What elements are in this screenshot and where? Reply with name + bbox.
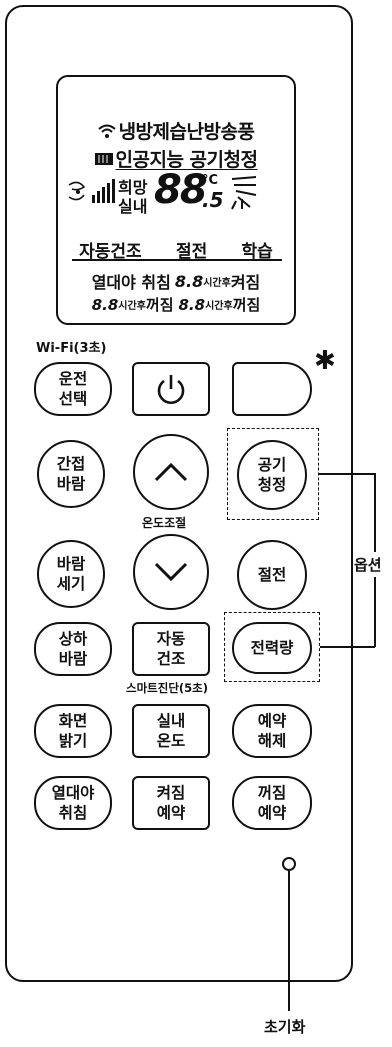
reservation-cancel-button[interactable]: 예약 해제 [232, 704, 312, 758]
timer-on-digits: 8.8 [174, 271, 204, 291]
timer-on-after: 시간후 [203, 277, 231, 289]
timer-off-after-1: 시간후 [118, 301, 146, 312]
power-save-indicator: 절전 [175, 242, 208, 262]
lcd-display: 냉방제습난방송풍 인공지능 공기청정 희망 실내 88 °C .5 [56, 75, 296, 325]
reset-hole[interactable] [282, 857, 296, 871]
timer-off-after-2: 시간후 [205, 301, 233, 312]
temp-up-button[interactable] [133, 434, 209, 510]
reset-caption: 초기화 [264, 1018, 306, 1036]
wifi-icon [97, 124, 116, 138]
ai-text: 인공지능 공기청정 [115, 149, 258, 171]
temp-adjust-caption: 온도조절 [142, 516, 187, 530]
power-usage-button[interactable]: 전력량 [232, 622, 312, 674]
ai-row: 인공지능 공기청정 [58, 145, 294, 172]
tropical-night-sleep-button[interactable]: 열대야 취침 [34, 776, 112, 830]
asterisk-mark: ✱ [314, 346, 336, 376]
desired-label: 희망 [118, 178, 148, 197]
chevron-down-icon [154, 562, 188, 582]
temp-down-button[interactable] [133, 534, 209, 610]
screen-brightness-button[interactable]: 화면 밝기 [34, 704, 112, 758]
indoor-label: 실내 [118, 197, 148, 216]
indirect-wind-button[interactable]: 간접 바람 [37, 440, 105, 508]
temperature-row: 희망 실내 88 °C .5 [66, 167, 290, 219]
temperature-digits: 88 [154, 167, 208, 213]
tropical-night-indicator: 열대야 취침 [91, 273, 171, 292]
wind-strength-button[interactable]: 바람 세기 [37, 540, 105, 608]
operation-select-button[interactable]: 운전 선택 [34, 362, 112, 416]
auto-dry-button[interactable]: 자동 건조 [132, 622, 210, 676]
wifi-caption: Wi-Fi(3초) [36, 341, 107, 356]
off-reservation-button[interactable]: 꺼짐 예약 [232, 776, 312, 830]
function-row: 자동건조 절전 학습 [58, 237, 294, 262]
power-save-button[interactable]: 절전 [237, 540, 307, 610]
option-bracket-bottom [320, 646, 375, 648]
chevron-up-icon [154, 462, 188, 482]
remote-body [5, 5, 353, 982]
option-caption: 옵션 [354, 552, 382, 577]
timer-off-label-1: 꺼짐 [145, 296, 174, 314]
timer-off-row: 8.8 시간후 꺼짐 8.8 시간후 꺼짐 [58, 294, 294, 315]
fan-swirl-icon [68, 181, 86, 201]
auto-dry-indicator: 자동건조 [79, 242, 142, 262]
option-group-box-2 [224, 612, 320, 682]
learning-indicator: 학습 [241, 242, 273, 262]
timer-off-digits-1: 8.8 [91, 295, 119, 314]
timer-off-digits-2: 8.8 [178, 295, 206, 314]
timer-on-label: 켜짐 [230, 273, 261, 292]
power-button[interactable] [132, 362, 210, 416]
option-group-box-1 [227, 428, 319, 520]
blank-button[interactable] [232, 362, 312, 416]
on-reservation-button[interactable]: 켜짐 예약 [132, 776, 210, 830]
temperature-decimal: .5 [202, 188, 224, 212]
timer-off-label-2: 꺼짐 [232, 296, 261, 314]
fan-level-icon [92, 179, 115, 203]
display-divider [72, 259, 282, 261]
air-purify-button[interactable]: 공기 청정 [237, 440, 307, 510]
airflow-icon [231, 176, 257, 210]
power-icon [157, 375, 185, 404]
mode-row: 냉방제습난방송풍 [58, 117, 294, 144]
filter-icon [94, 152, 113, 165]
celsius-unit: °C [202, 173, 219, 188]
reset-leader-line [288, 871, 290, 1011]
option-bracket-top [319, 473, 374, 475]
mode-text: 냉방제습난방송풍 [118, 121, 255, 143]
updown-wind-button[interactable]: 상하 바람 [34, 622, 112, 676]
room-temp-button[interactable]: 실내 온도 [132, 704, 210, 758]
smart-diag-caption: 스마트진단(5초) [126, 681, 208, 695]
sleep-row: 열대야 취침 8.8 시간후 켜짐 [58, 269, 294, 293]
